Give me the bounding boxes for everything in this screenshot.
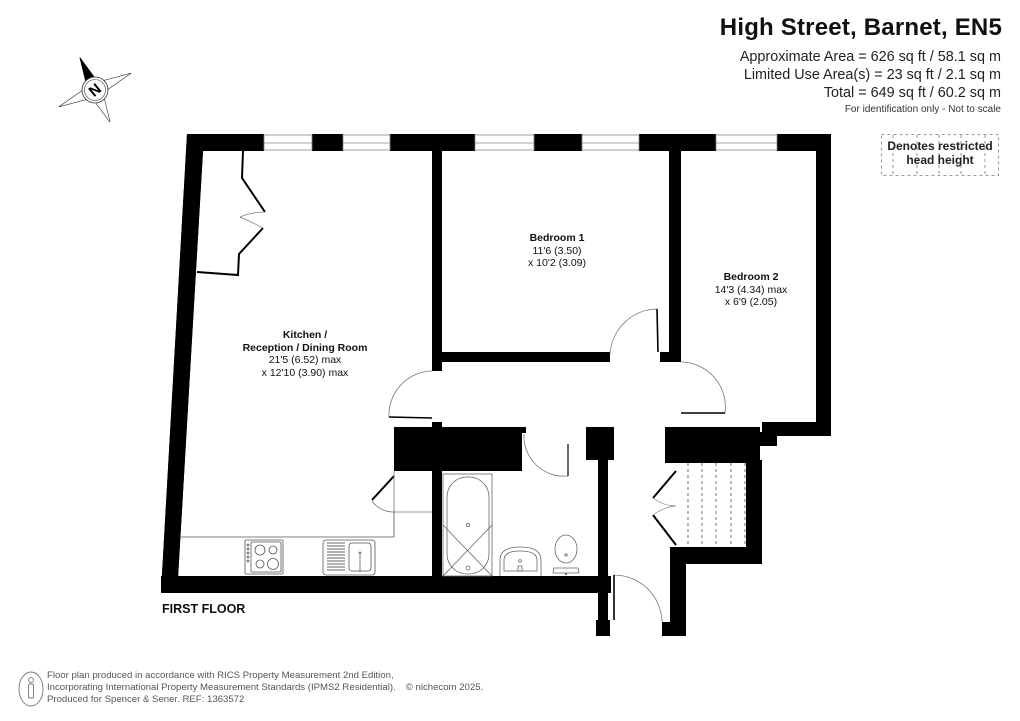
room-dimension: x 10'2 (3.09) — [527, 257, 587, 269]
restricted-head-height-legend: Denotes restricted head height — [881, 134, 999, 176]
walls — [161, 134, 831, 636]
total-area: Total = 649 sq ft / 60.2 sq m — [823, 85, 1001, 101]
storage-cupboard — [652, 463, 746, 547]
approximate-area: Approximate Area = 626 sq ft / 58.1 sq m — [739, 49, 1001, 65]
footer-line-3: Produced for Spencer & Sener. REF: 13635… — [47, 694, 245, 705]
room-dimension: 14'3 (4.34) max — [714, 283, 788, 296]
kitchen-worktop — [181, 512, 395, 538]
dashed-box-icon — [881, 134, 999, 176]
property-title: High Street, Barnet, EN5 — [719, 14, 1002, 41]
limited-use-area: Limited Use Area(s) = 23 sq ft / 2.1 sq … — [743, 67, 1001, 83]
room-dimension: 11'6 (3.50) — [532, 244, 582, 257]
room-label-kitchen-reception-dining: Kitchen / Reception / Dining Room 21'5 (… — [242, 329, 368, 379]
legend-line-2: head height — [906, 153, 974, 167]
bathtub-icon — [442, 473, 493, 577]
area-summary: Approximate Area = 626 sq ft / 58.1 sq m… — [740, 48, 1001, 102]
door-swings — [371, 308, 726, 623]
basin-icon — [499, 546, 542, 576]
windows — [263, 134, 778, 151]
copyright: © nichecom 2025. — [405, 682, 484, 693]
floor-label: FIRST FLOOR — [162, 602, 246, 616]
room-dimension: 21'5 (6.52) max — [268, 354, 342, 366]
footer-credits: Floor plan produced in accordance with R… — [47, 670, 483, 706]
hob-icon — [244, 539, 284, 575]
room-label-bedroom-1: Bedroom 1 11'6 (3.50) x 10'2 (3.09) — [527, 232, 587, 269]
legend-line-1: Denotes restricted — [887, 139, 993, 153]
kitchen-cupboard — [196, 150, 266, 277]
room-dimension: x 12'10 (3.90) max — [261, 366, 349, 379]
kitchen-sink-icon — [322, 539, 376, 576]
room-label-bedroom-2: Bedroom 2 14'3 (4.34) max x 6'9 (2.05) — [714, 271, 788, 308]
person-info-icon — [18, 671, 44, 707]
footer-line-2: Incorporating International Property Mea… — [47, 682, 396, 693]
compass-north-icon: N — [58, 57, 132, 122]
toilet-icon — [552, 534, 580, 576]
identification-note: For identification only - Not to scale — [844, 104, 1001, 115]
room-dimension: x 6'9 (2.05) — [724, 296, 778, 308]
footer-line-1: Floor plan produced in accordance with R… — [47, 670, 394, 681]
